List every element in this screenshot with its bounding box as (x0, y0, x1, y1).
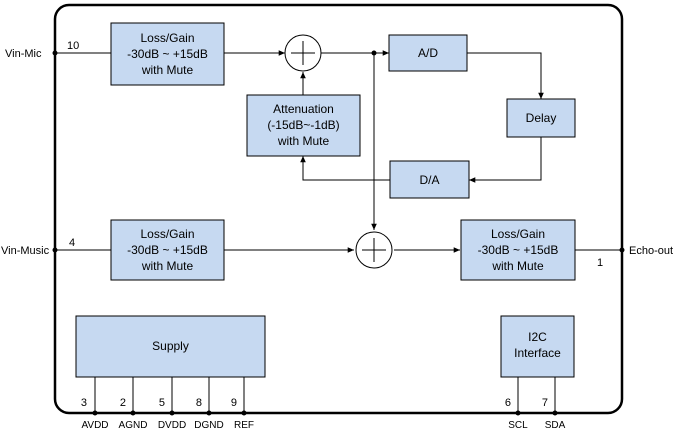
wire-delay-to-da (469, 137, 542, 183)
chip-outline (53, 3, 624, 415)
pin-dot-agnd (130, 410, 136, 416)
pin-dot-dvdd (169, 410, 175, 416)
wire-ad-to-delay (467, 52, 544, 99)
pin-dot-vin-music (52, 247, 58, 253)
pin-number-dvdd: 5 (159, 397, 165, 409)
summing-junction-2 (355, 231, 393, 269)
attenuation-line-2: (-15dB~-1dB) (267, 118, 339, 132)
pin-dot-scl (515, 410, 521, 416)
output-gain-line-3: with Mute (491, 259, 544, 273)
mic-gain-block: Loss/Gain -30dB ~ +15dB with Mute (110, 22, 225, 86)
mic-gain-line-2: -30dB ~ +15dB (127, 47, 208, 61)
pin-number-dgnd: 8 (196, 397, 202, 409)
pin-dot-avdd (92, 410, 98, 416)
pin-name-vin-music: Vin-Music (1, 245, 50, 257)
da-label: D/A (419, 173, 439, 187)
pin-dot-sda (552, 410, 558, 416)
output-gain-block: Loss/Gain -30dB ~ +15dB with Mute (460, 219, 576, 281)
pin-number-vin-music: 4 (69, 237, 75, 249)
pin-name-dgnd: DGND (194, 420, 223, 431)
music-gain-block: Loss/Gain -30dB ~ +15dB with Mute (110, 219, 225, 281)
wire-da-to-attenuation (300, 156, 390, 181)
pin-number-avdd: 3 (81, 397, 87, 409)
summing-junction-1 (284, 34, 322, 72)
pin-name-agnd: AGND (119, 420, 148, 431)
pin-dot-dgnd (206, 410, 212, 416)
supply-block: Supply (75, 315, 266, 378)
output-gain-line-1: Loss/Gain (491, 227, 545, 241)
output-gain-line-2: -30dB ~ +15dB (478, 243, 559, 257)
pin-number-ref: 9 (231, 397, 237, 409)
da-block: D/A (389, 160, 470, 199)
pin-number-vin-mic: 10 (67, 40, 79, 52)
pin-name-scl: SCL (508, 420, 528, 431)
i2c-interface-block: I2C Interface (500, 315, 575, 378)
attenuation-line-1: Attenuation (273, 102, 334, 116)
pin-dot-ref (241, 410, 247, 416)
music-gain-line-1: Loss/Gain (140, 227, 194, 241)
i2c-line-1: I2C (528, 330, 547, 344)
i2c-line-2: Interface (514, 346, 561, 360)
pin-number-agnd: 2 (120, 397, 126, 409)
pin-number-scl: 6 (505, 397, 511, 409)
pin-name-vin-mic: Vin-Mic (5, 48, 42, 60)
attenuation-line-3: with Mute (277, 134, 330, 148)
mic-gain-line-1: Loss/Gain (140, 31, 194, 45)
pin-dot-vin-mic (52, 50, 58, 56)
pin-name-dvdd: DVDD (158, 420, 186, 431)
music-gain-line-3: with Mute (141, 259, 194, 273)
ad-label: A/D (418, 46, 438, 60)
pin-name-sda: SDA (545, 420, 566, 431)
pin-name-ref: REF (234, 420, 254, 431)
mic-gain-line-3: with Mute (141, 63, 194, 77)
attenuation-block: Attenuation (-15dB~-1dB) with Mute (246, 94, 361, 157)
pin-number-sda: 7 (542, 397, 548, 409)
music-gain-line-2: -30dB ~ +15dB (127, 243, 208, 257)
pin-name-avdd: AVDD (81, 420, 108, 431)
ad-block: A/D (388, 34, 468, 72)
junction-dot (371, 50, 377, 56)
delay-label: Delay (526, 111, 557, 125)
delay-block: Delay (506, 98, 576, 138)
pin-number-echo-out: 1 (597, 257, 603, 269)
pin-dot-echo-out (619, 247, 625, 253)
pin-name-echo-out: Echo-out (629, 245, 673, 257)
supply-label: Supply (152, 339, 189, 353)
